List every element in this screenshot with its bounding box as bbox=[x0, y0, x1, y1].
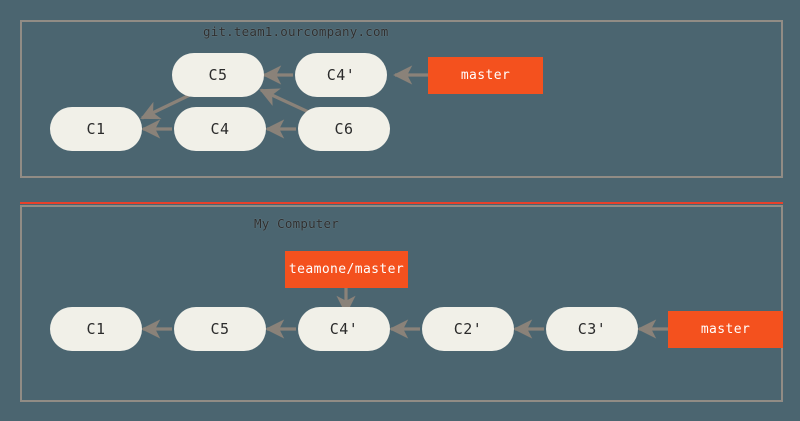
commit-node-c5-local[interactable]: C5 bbox=[174, 307, 266, 351]
panel-local-accent-line bbox=[20, 202, 783, 204]
commit-node-c4-prime-local[interactable]: C4' bbox=[298, 307, 390, 351]
commit-node-c1-local[interactable]: C1 bbox=[50, 307, 142, 351]
commit-node-c4-remote[interactable]: C4 bbox=[174, 107, 266, 151]
ref-label-teamone-master-local[interactable]: teamone/master bbox=[285, 251, 408, 288]
panel-remote-repository bbox=[20, 20, 783, 178]
commit-node-c6-remote[interactable]: C6 bbox=[298, 107, 390, 151]
commit-node-c1-remote[interactable]: C1 bbox=[50, 107, 142, 151]
commit-node-c3-prime-local[interactable]: C3' bbox=[546, 307, 638, 351]
commit-node-c5-remote[interactable]: C5 bbox=[172, 53, 264, 97]
panel-local-title: My Computer bbox=[254, 216, 339, 231]
commit-node-c2-prime-local[interactable]: C2' bbox=[422, 307, 514, 351]
panel-remote-title: git.team1.ourcompany.com bbox=[203, 24, 389, 39]
ref-label-master-remote[interactable]: master bbox=[428, 57, 543, 94]
commit-node-c4-prime-remote[interactable]: C4' bbox=[295, 53, 387, 97]
ref-label-master-local[interactable]: master bbox=[668, 311, 783, 348]
panel-local-repository bbox=[20, 205, 783, 402]
